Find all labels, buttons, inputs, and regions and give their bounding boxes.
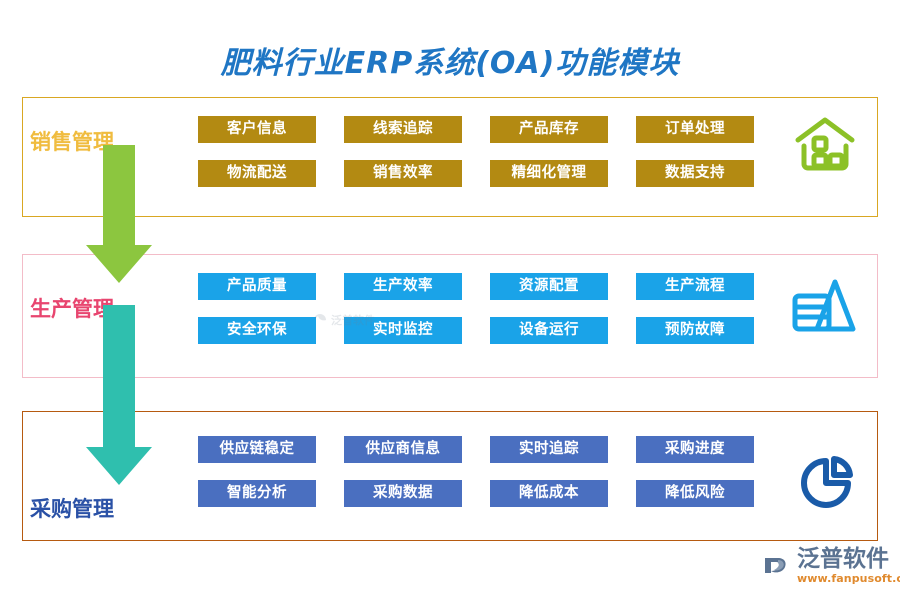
tag-item[interactable]: 生产效率 xyxy=(344,273,462,300)
tag-item[interactable]: 物流配送 xyxy=(198,160,316,187)
section-label-production: 生产管理 xyxy=(30,297,114,321)
tag-grid-production: 产品质量 生产效率 资源配置 生产流程 安全环保 实时监控 设备运行 预防故障 xyxy=(198,273,754,344)
tag-item[interactable]: 产品质量 xyxy=(198,273,316,300)
house-icon xyxy=(794,116,856,181)
tag-item[interactable]: 降低成本 xyxy=(490,480,608,507)
section-purchase xyxy=(22,411,878,541)
tag-item[interactable]: 产品库存 xyxy=(490,116,608,143)
tag-item[interactable]: 设备运行 xyxy=(490,317,608,344)
down-arrow-icon-production-to-purchase xyxy=(86,305,152,490)
section-label-sales: 销售管理 xyxy=(30,130,114,154)
pie-chart-icon xyxy=(798,455,854,516)
tag-item[interactable]: 预防故障 xyxy=(636,317,754,344)
tag-item[interactable]: 降低风险 xyxy=(636,480,754,507)
tag-item[interactable]: 订单处理 xyxy=(636,116,754,143)
section-label-purchase: 采购管理 xyxy=(30,497,114,521)
tag-item[interactable]: 精细化管理 xyxy=(490,160,608,187)
tag-item[interactable]: 线索追踪 xyxy=(344,116,462,143)
tag-item[interactable]: 生产流程 xyxy=(636,273,754,300)
tag-item[interactable]: 供应商信息 xyxy=(344,436,462,463)
section-sales xyxy=(22,97,878,217)
section-production xyxy=(22,254,878,378)
tag-item[interactable]: 实时监控 xyxy=(344,317,462,344)
tag-grid-sales: 客户信息 线索追踪 产品库存 订单处理 物流配送 销售效率 精细化管理 数据支持 xyxy=(198,116,754,187)
tag-item[interactable]: 销售效率 xyxy=(344,160,462,187)
brand-name: 泛普软件 xyxy=(797,546,889,572)
tag-grid-purchase: 供应链稳定 供应商信息 实时追踪 采购进度 智能分析 采购数据 降低成本 降低风… xyxy=(198,436,754,507)
tag-item[interactable]: 实时追踪 xyxy=(490,436,608,463)
tag-item[interactable]: 采购数据 xyxy=(344,480,462,507)
factory-chart-icon xyxy=(792,277,856,344)
tag-item[interactable]: 智能分析 xyxy=(198,480,316,507)
brand-logo: 泛普软件 www.fanpusoft.com xyxy=(762,548,900,584)
tag-item[interactable]: 客户信息 xyxy=(198,116,316,143)
fanpu-swoosh-icon xyxy=(765,558,786,573)
tag-item[interactable]: 资源配置 xyxy=(490,273,608,300)
tag-item[interactable]: 供应链稳定 xyxy=(198,436,316,463)
tag-item[interactable]: 安全环保 xyxy=(198,317,316,344)
page-title: 肥料行业ERP系统(OA)功能模块 xyxy=(220,46,680,81)
tag-item[interactable]: 采购进度 xyxy=(636,436,754,463)
brand-url: www.fanpusoft.com xyxy=(797,572,900,585)
tag-item[interactable]: 数据支持 xyxy=(636,160,754,187)
down-arrow-icon-sales-to-production xyxy=(86,145,152,288)
